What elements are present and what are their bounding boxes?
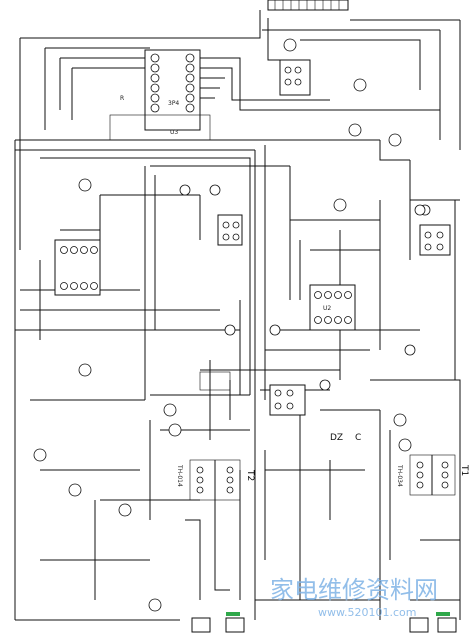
ic-center-small [179, 184, 243, 246]
ic-right-label: U2 [323, 305, 331, 312]
ic-bottom-label: U3 [170, 129, 178, 136]
watermark-url: www.520101.com [318, 606, 416, 619]
t1-part-label: TH-034 [396, 464, 403, 487]
transformer-t2: T2 TH-014 [176, 459, 255, 501]
bottom-terminals [191, 612, 457, 633]
c-mid-label: C [355, 433, 361, 443]
ic-upper-right [279, 38, 402, 147]
watermark-text: 家电维修资料网 [270, 576, 438, 604]
ic-top-label: 3P4 [168, 100, 179, 107]
main-wires [14, 10, 461, 621]
watermark: 家电维修资料网 www.520101.com [270, 576, 438, 619]
t2-label: T2 [245, 469, 255, 481]
t2-part-label: TH-014 [176, 464, 183, 487]
transformer-t1: T1 TH-034 [396, 454, 469, 496]
ic-left [54, 178, 101, 296]
passive-labels: DZ R C [120, 95, 361, 443]
ic-top: 3P4 U3 [109, 49, 211, 141]
t1-label: T1 [459, 464, 469, 476]
top-connector [267, 0, 349, 11]
ic-mid-lower [199, 371, 331, 416]
r-top-label: R [120, 95, 124, 102]
transistors [33, 204, 426, 612]
ic-center: U2 [309, 198, 356, 331]
dz1-label: DZ [330, 433, 343, 443]
